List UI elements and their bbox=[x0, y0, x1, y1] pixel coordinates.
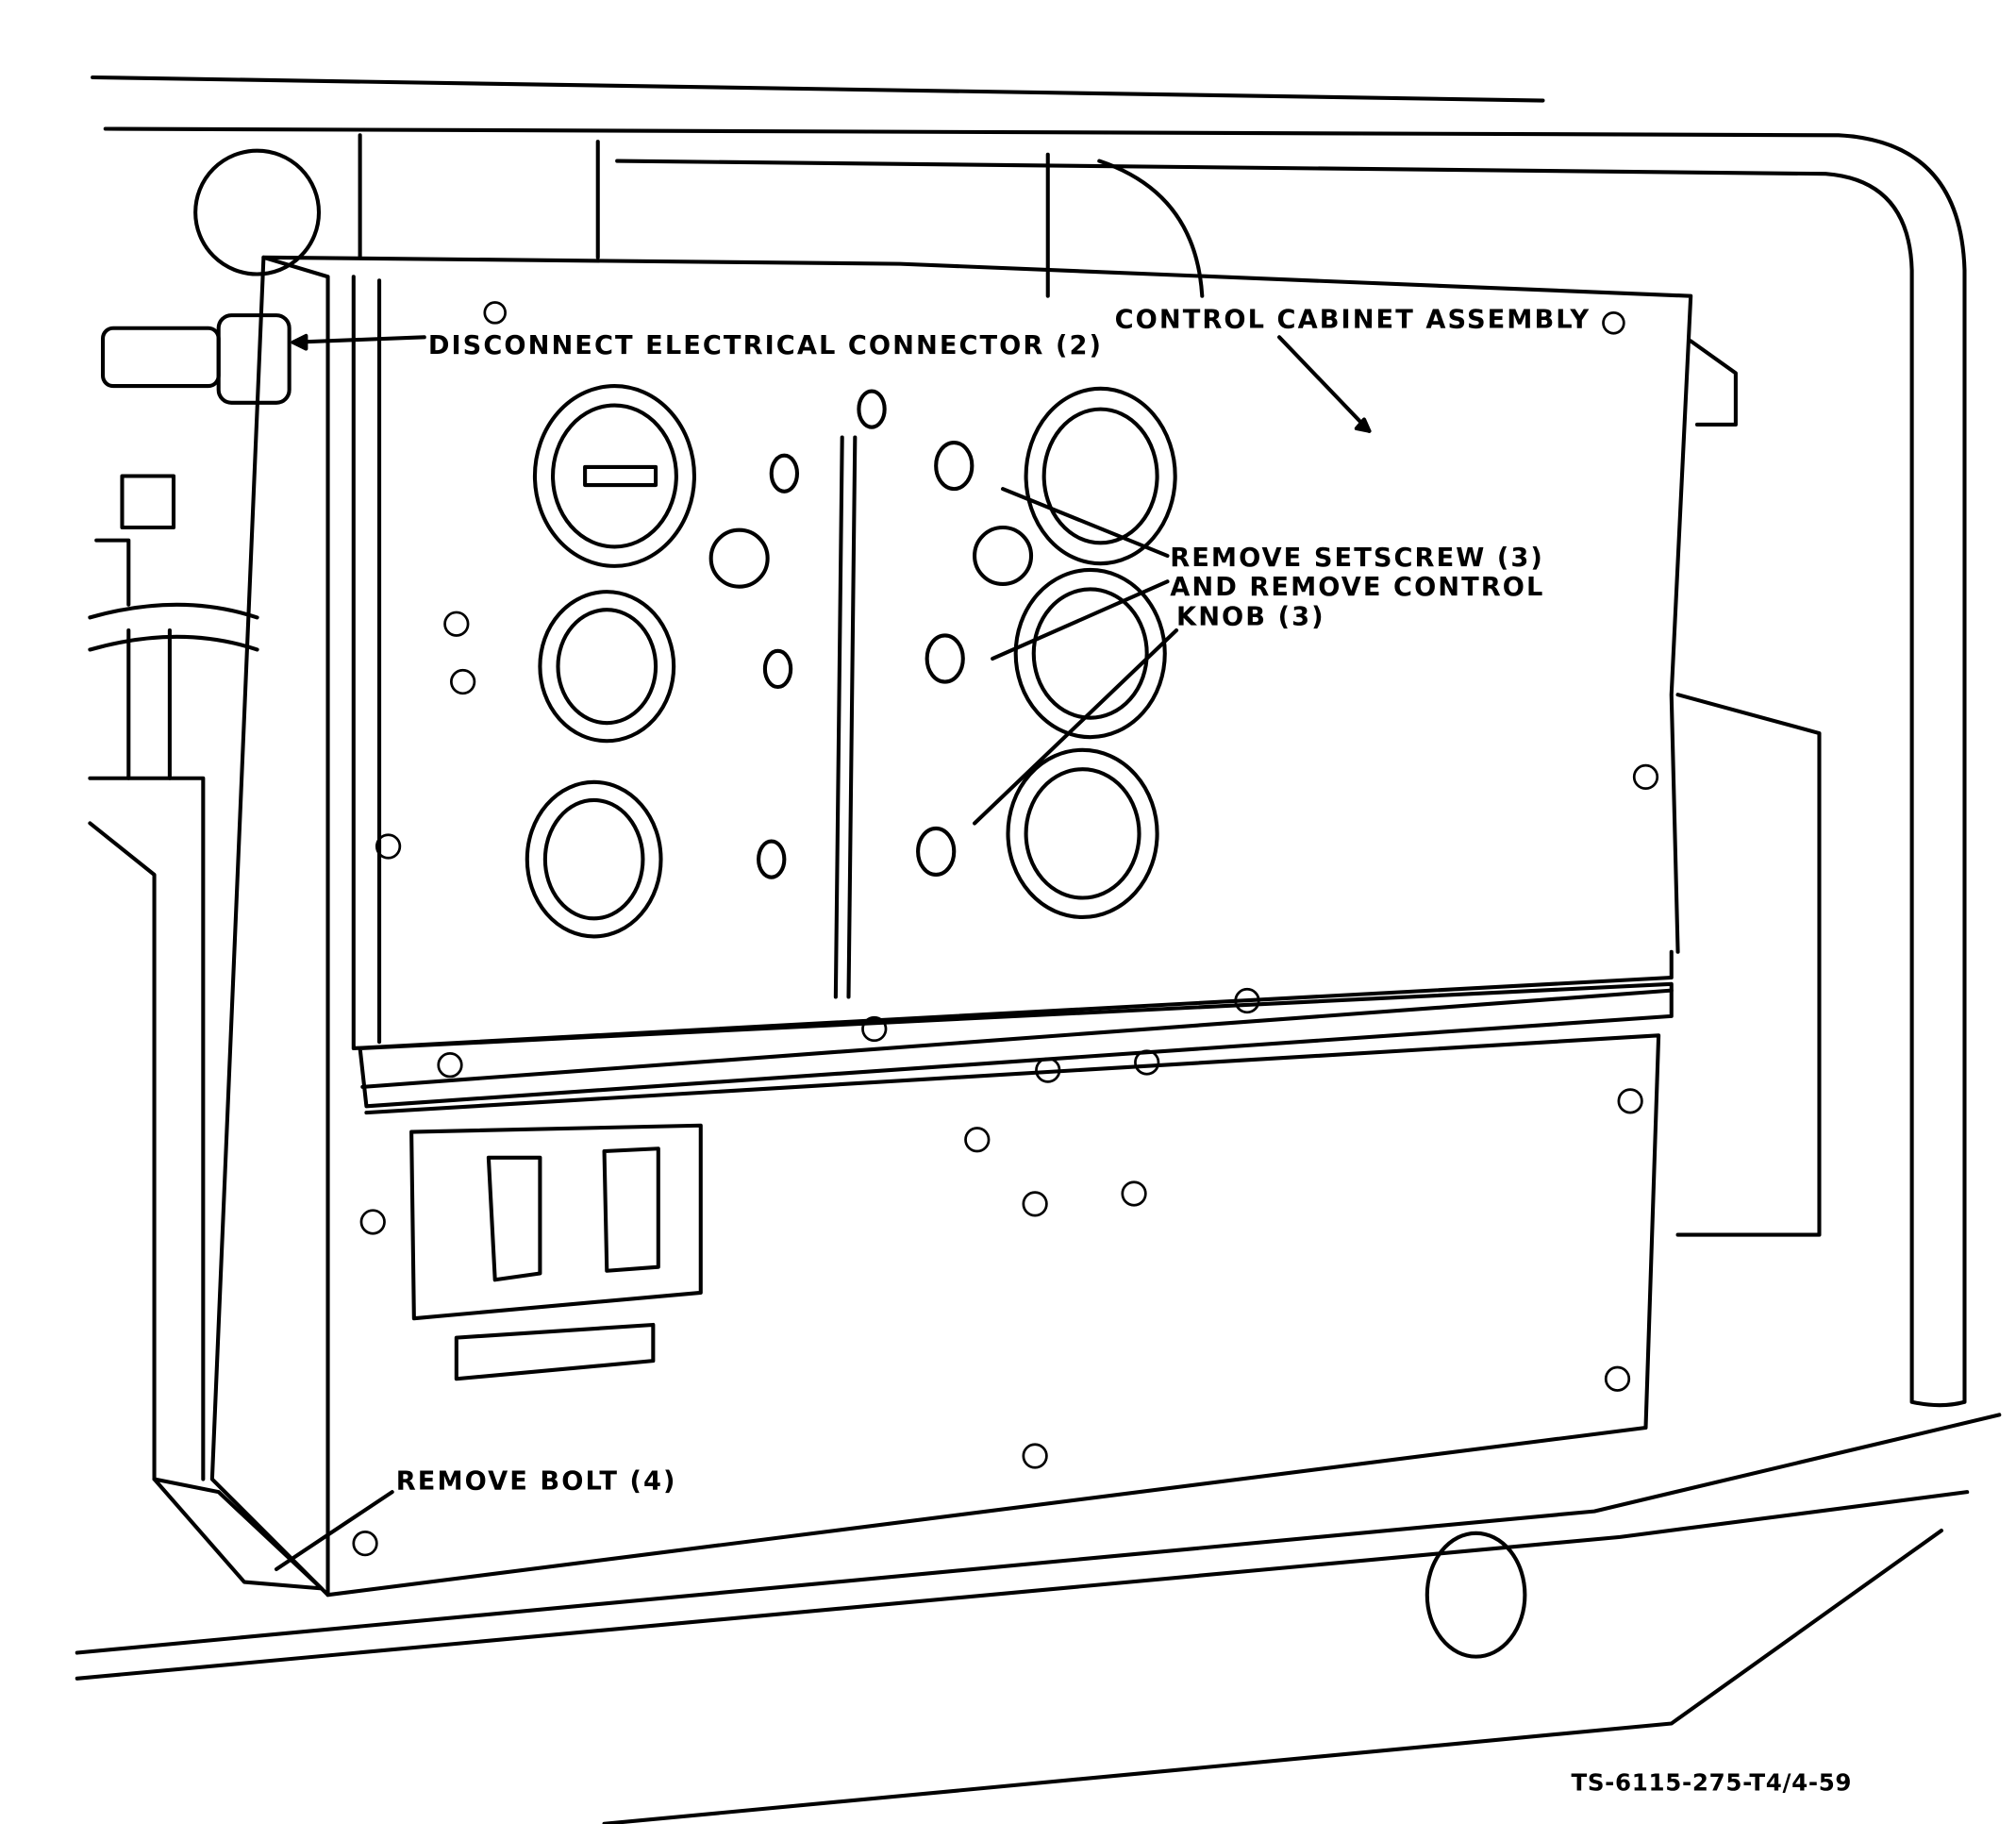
setscrew-label-1: REMOVE SETSCREW (3) bbox=[1170, 544, 1544, 573]
connector-label: DISCONNECT ELECTRICAL CONNECTOR (2) bbox=[428, 331, 1103, 360]
figure-id: TS-6115-275-T4/4-59 bbox=[1571, 1768, 1852, 1796]
setscrew-label-3: KNOB (3) bbox=[1176, 603, 1325, 632]
generator-housing bbox=[75, 75, 2002, 1824]
leader-lines bbox=[274, 333, 1372, 1571]
electrical-connector bbox=[88, 313, 292, 652]
gauges bbox=[525, 384, 1177, 939]
setscrew-label-2: AND REMOVE CONTROL bbox=[1170, 573, 1544, 602]
controls bbox=[352, 301, 1659, 1557]
control-cabinet bbox=[152, 255, 1693, 1598]
cabinet-label: CONTROL CABINET ASSEMBLY bbox=[1115, 306, 1591, 335]
bolt-label: REMOVE BOLT (4) bbox=[396, 1466, 677, 1496]
